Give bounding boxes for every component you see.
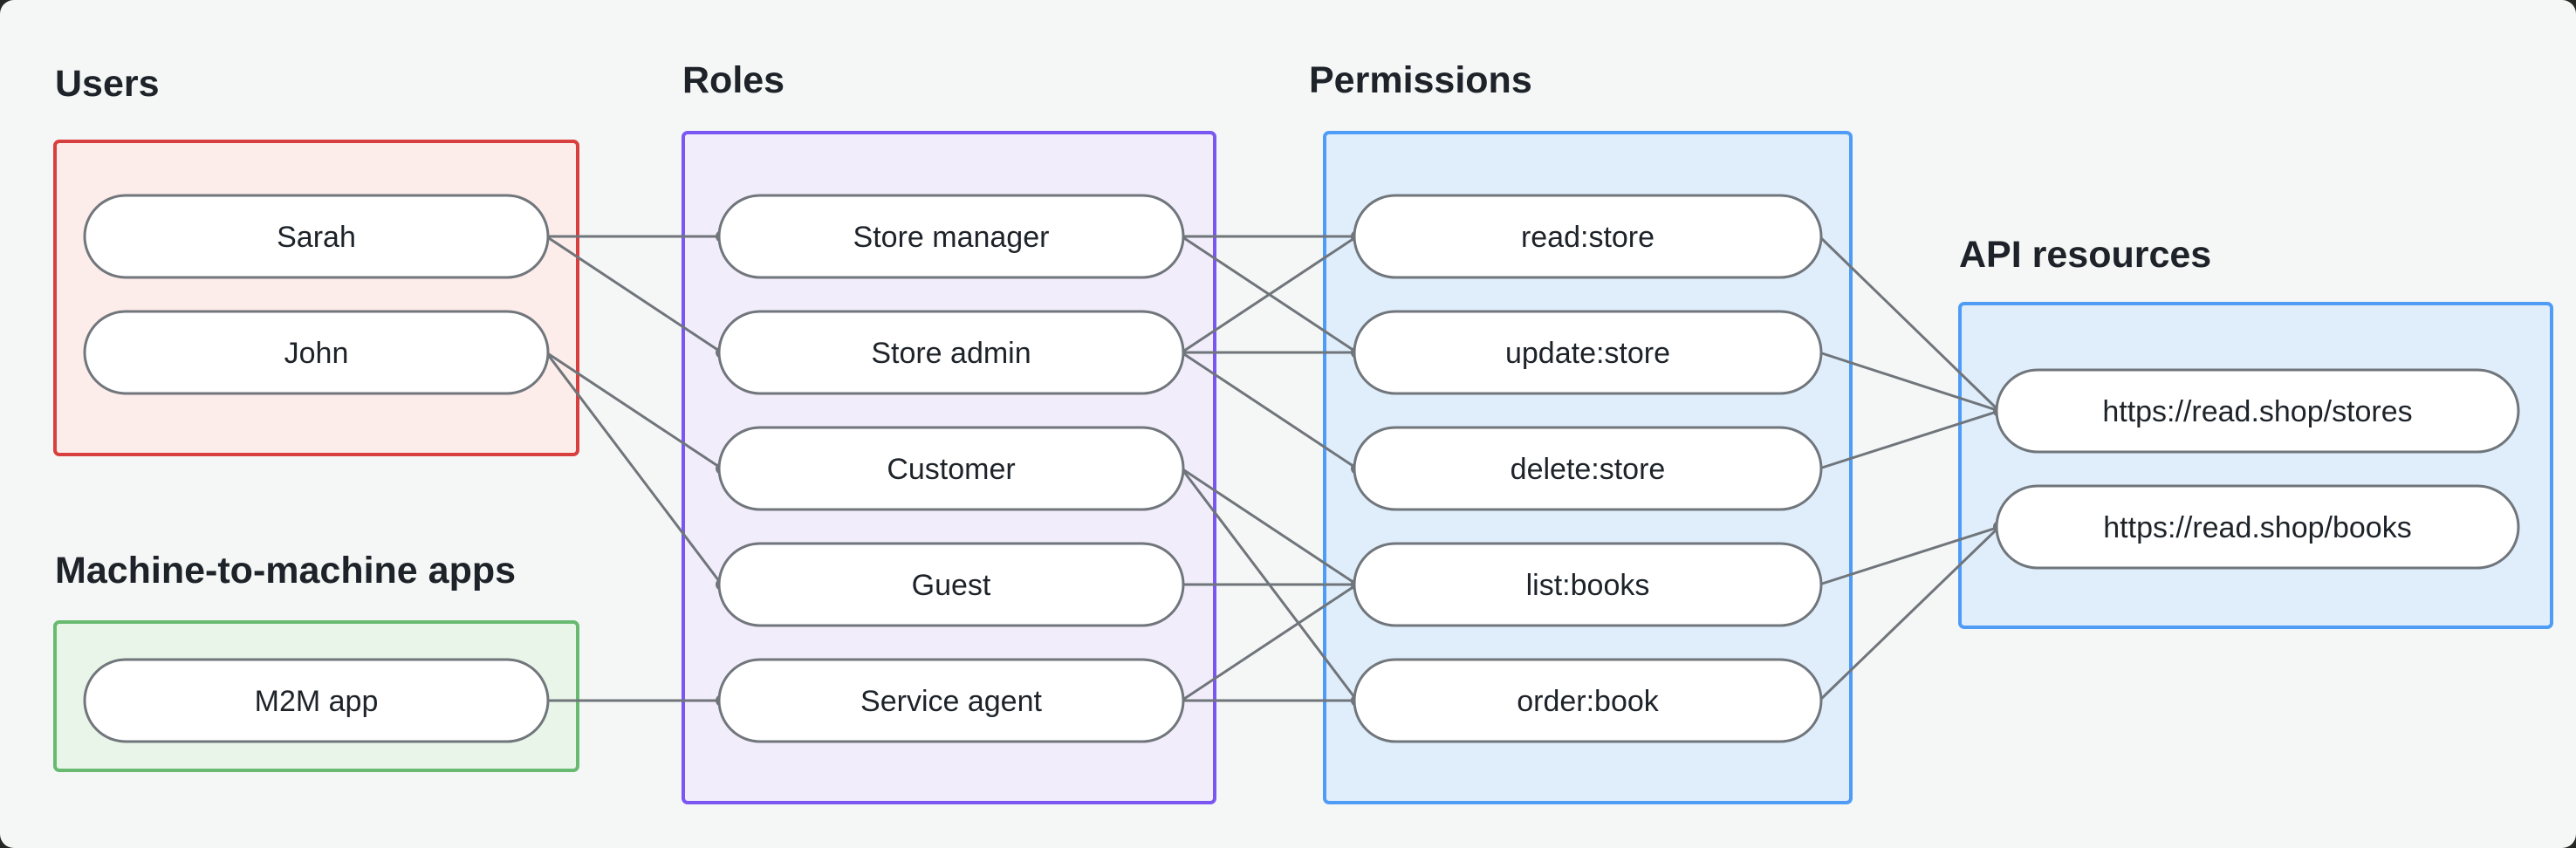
node-read_store (1353, 194, 1823, 279)
users-group-title: Users (55, 63, 160, 105)
node-m2m_app (83, 658, 550, 743)
edge-john-guest (545, 352, 723, 585)
node-label-m2m_app: M2M app (255, 685, 379, 718)
edge-john-customer (545, 351, 723, 470)
node-books_api (1995, 484, 2520, 570)
node-stores_api (1995, 368, 2520, 454)
node-label-service_agent: Service agent (860, 685, 1042, 718)
node-update_store (1353, 310, 1823, 395)
node-service_agent (717, 658, 1185, 743)
node-label-john: John (284, 337, 349, 370)
edge-store_admin-read_store (1181, 235, 1358, 354)
edge-service_agent-list_books (1181, 583, 1358, 702)
node-label-guest: Guest (912, 569, 991, 602)
edge-delete_store-stores_api (1819, 409, 2000, 470)
node-label-customer: Customer (887, 453, 1015, 486)
edge-read_store-stores_api (1818, 235, 2001, 413)
node-sarah (83, 194, 550, 279)
node-guest (717, 542, 1185, 627)
node-label-order_book: order:book (1517, 685, 1660, 718)
edge-store_admin-delete_store (1181, 351, 1358, 470)
node-store_admin (717, 310, 1185, 395)
node-label-sarah: Sarah (277, 221, 356, 254)
node-label-list_books: list:books (1526, 569, 1650, 602)
api-group-title: API resources (1959, 234, 2211, 276)
node-label-read_store: read:store (1521, 221, 1655, 254)
edge-sarah-store_admin (545, 235, 723, 354)
node-delete_store (1353, 426, 1823, 511)
node-list_books (1353, 542, 1823, 627)
edge-customer-list_books (1181, 467, 1358, 586)
node-label-delete_store: delete:store (1511, 453, 1666, 486)
node-label-books_api: https://read.shop/books (2103, 511, 2411, 544)
roles-group-title: Roles (682, 59, 784, 101)
node-john (83, 310, 550, 395)
node-label-store_admin: Store admin (871, 337, 1031, 370)
node-order_book (1353, 658, 1823, 743)
node-customer (717, 426, 1185, 511)
edge-list_books-books_api (1819, 525, 2000, 586)
node-label-update_store: update:store (1505, 337, 1670, 370)
node-store_manager (717, 194, 1185, 279)
api-group-box (1958, 302, 2553, 629)
users-group-box (53, 140, 579, 456)
m2m-group-title: Machine-to-machine apps (55, 550, 516, 592)
permissions-group-title: Permissions (1309, 59, 1532, 101)
edge-update_store-stores_api (1819, 351, 2000, 413)
node-label-stores_api: https://read.shop/stores (2102, 395, 2412, 428)
node-label-store_manager: Store manager (853, 221, 1050, 254)
edge-order_book-books_api (1818, 525, 2001, 702)
